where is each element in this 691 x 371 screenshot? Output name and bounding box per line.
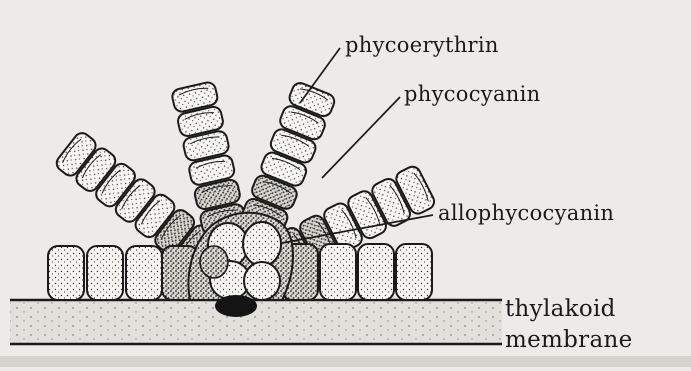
label-phycocyanin: phycocyanin — [404, 82, 540, 106]
label-membrane: membrane — [505, 327, 633, 353]
label-allophycocyanin: allophycocyanin — [438, 201, 614, 225]
anchor-protein — [215, 295, 257, 317]
rod-base-left — [48, 246, 198, 300]
page-edge — [0, 356, 691, 367]
protein-disc — [126, 246, 162, 300]
rod-base-right — [282, 244, 432, 300]
label-phycoerythrin: phycoerythrin — [345, 33, 499, 57]
protein-disc — [48, 246, 84, 300]
protein-disc — [87, 246, 123, 300]
protein-disc — [358, 244, 394, 300]
label-thylakoid: thylakoid — [505, 296, 616, 322]
rod-top — [240, 81, 336, 235]
protein-disc — [396, 244, 432, 300]
protein-disc — [320, 244, 356, 300]
